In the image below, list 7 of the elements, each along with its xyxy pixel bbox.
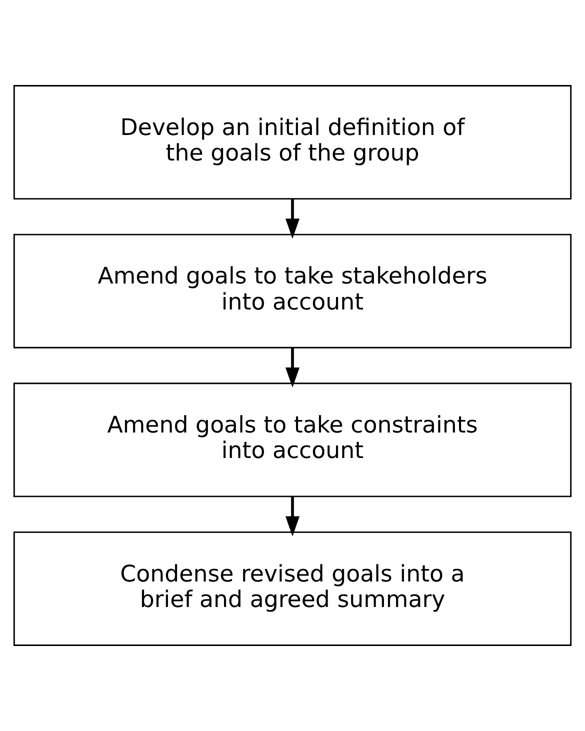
node-box: Develop an initial definition of the goals of the group bbox=[13, 85, 572, 200]
node-box: Condense revised goals into a brief and agreed summary bbox=[13, 532, 572, 646]
arrow bbox=[285, 348, 300, 388]
arrow bbox=[285, 198, 300, 239]
node-box: Amend goals to take stakeholders into account bbox=[13, 234, 572, 348]
node-box: Amend goals to take constraints into account bbox=[13, 382, 572, 498]
arrow bbox=[285, 496, 300, 536]
